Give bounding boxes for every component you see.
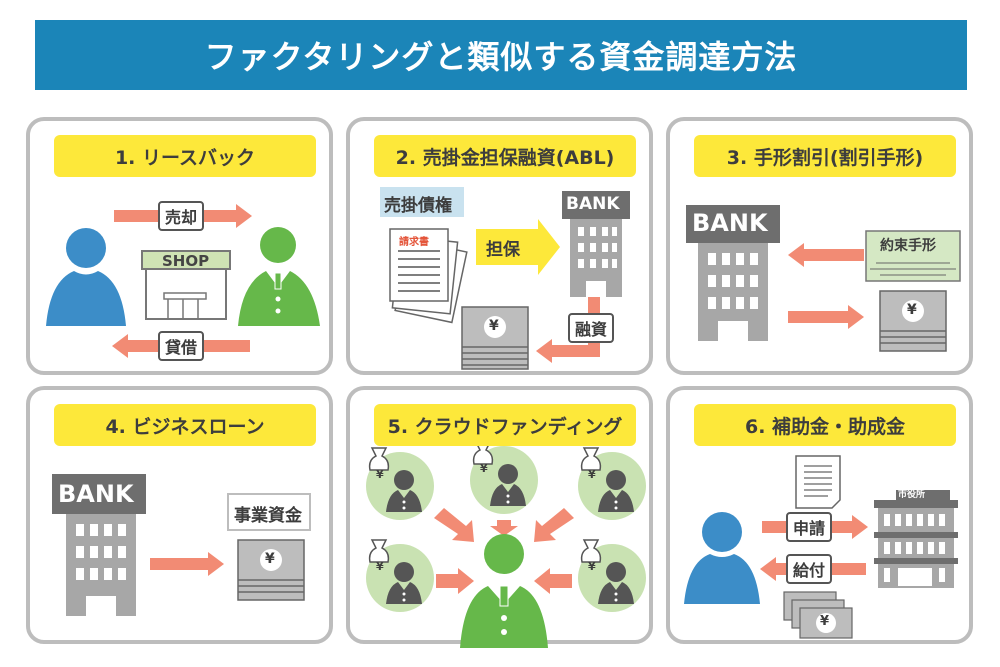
promissory-note-label: 約束手形 xyxy=(880,238,936,254)
supporter-icon xyxy=(577,539,647,613)
panel-business-loan: 4. ビジネスローン BANK 事業資金 ¥ xyxy=(26,386,333,644)
yen-symbol: ¥ xyxy=(907,302,917,318)
abl-illustration xyxy=(380,187,630,370)
leaseback-illustration xyxy=(46,204,320,358)
business-loan-illustration xyxy=(52,474,311,616)
panel-title: 3. 手形割引(割引手形) xyxy=(694,135,956,177)
bank-icon xyxy=(686,205,780,341)
businessman-icon xyxy=(238,227,320,326)
page-title: ファクタリングと類似する資金調達方法 xyxy=(35,20,967,90)
grant-label: 給付 xyxy=(786,554,833,584)
yen-symbol: ¥ xyxy=(820,614,830,629)
business-funds-box xyxy=(227,493,311,531)
bank-label: BANK xyxy=(692,209,768,237)
money-icon xyxy=(461,306,529,370)
document-icon xyxy=(389,228,468,324)
business-funds-label: 事業資金 xyxy=(234,506,302,526)
money-icon xyxy=(783,591,853,639)
panel-crowdfunding: 5. クラウドファンディング ¥ ¥ ¥ ¥ ¥ xyxy=(346,386,653,648)
supporter-icon xyxy=(577,447,647,521)
note-arrow xyxy=(788,243,864,267)
supporter-icon xyxy=(365,539,435,613)
shop-icon xyxy=(141,250,231,320)
panel-bill-discount: 3. 手形割引(割引手形) BANK 約束手形 ¥ xyxy=(666,117,973,375)
panel-title: 1. リースバック xyxy=(54,135,316,177)
yen-symbol: ¥ xyxy=(489,318,499,334)
bank-label: BANK xyxy=(58,480,134,508)
bank-icon xyxy=(52,474,146,616)
bank-icon xyxy=(562,191,630,297)
note-icon xyxy=(865,230,961,282)
loan-label: 融資 xyxy=(568,313,615,343)
panel-leaseback: 1. リースバック 売却 SHOP 貸借 xyxy=(26,117,333,375)
collateral-arrow xyxy=(476,219,560,275)
person-icon xyxy=(46,228,126,326)
yen-symbol: ¥ xyxy=(376,468,384,481)
document-icon xyxy=(795,455,841,509)
businessman-icon xyxy=(460,534,548,648)
panel-subsidy: 6. 補助金・助成金 市役所 申請 給付 ¥ xyxy=(666,386,973,644)
supporter-icon xyxy=(469,441,539,515)
panel-abl: 2. 売掛金担保融資(ABL) 売掛債権 請求書 担保 BANK 融資 ¥ xyxy=(346,117,653,375)
panel-title: 6. 補助金・助成金 xyxy=(694,404,956,446)
panel-title: 5. クラウドファンディング xyxy=(374,404,636,446)
yen-symbol: ¥ xyxy=(588,560,596,573)
panel-title: 4. ビジネスローン xyxy=(54,404,316,446)
receivable-label: 売掛債権 xyxy=(384,196,452,216)
apply-label: 申請 xyxy=(786,512,833,542)
bank-label: BANK xyxy=(566,194,620,214)
collateral-label: 担保 xyxy=(486,240,520,260)
panel-title: 2. 売掛金担保融資(ABL) xyxy=(374,135,636,177)
receivable-badge-bg xyxy=(380,187,464,217)
sell-label: 売却 xyxy=(158,201,205,231)
yen-symbol: ¥ xyxy=(588,468,596,481)
shop-sign: SHOP xyxy=(162,252,210,270)
crowdfunding-illustration xyxy=(365,441,647,648)
supporter-icon xyxy=(365,447,435,521)
money-arrow xyxy=(788,305,864,329)
money-icon xyxy=(879,290,947,352)
invoice-label: 請求書 xyxy=(399,237,429,248)
person-icon xyxy=(684,512,760,604)
city-hall-icon xyxy=(874,490,958,588)
bill-discount-illustration xyxy=(686,205,961,352)
yen-symbol: ¥ xyxy=(376,560,384,573)
money-icon xyxy=(237,539,305,601)
yen-symbol: ¥ xyxy=(265,551,275,567)
yen-symbol: ¥ xyxy=(480,462,488,475)
loan-arrow xyxy=(150,552,224,576)
funding-arrows xyxy=(434,508,574,594)
lease-label: 貸借 xyxy=(158,331,205,361)
city-hall-label: 市役所 xyxy=(898,490,926,500)
